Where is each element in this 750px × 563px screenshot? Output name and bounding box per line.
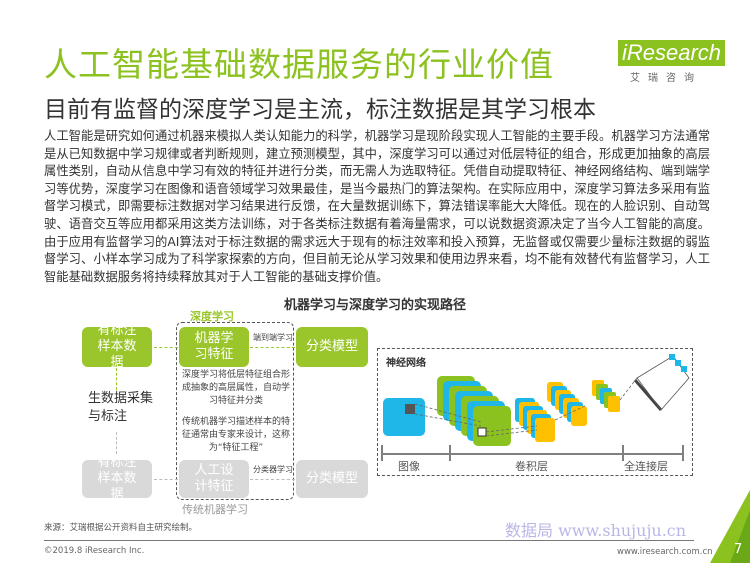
page-title: 人工智能基础数据服务的行业价值	[44, 45, 554, 84]
traditional-ml-label: 传统机器学习	[182, 503, 248, 516]
input-image	[383, 398, 425, 436]
conv-label: 卷积层	[515, 460, 548, 473]
conv-layer-1	[437, 376, 511, 446]
iresearch-logo: iResearch 艾瑞咨询	[618, 40, 726, 84]
classifier-learning-label: 分类器学习	[253, 465, 293, 474]
collect-label: 生数据采集与标注	[88, 391, 154, 424]
cnn-illustration	[381, 354, 690, 461]
logo-cn: 艾瑞咨询	[630, 73, 702, 84]
end-to-end-label: 端到端学习	[253, 333, 293, 342]
deep-learning-label: 深度学习	[190, 310, 234, 323]
corner-decoration	[710, 490, 750, 563]
deep-desc: 深度学习将低层特征组合形成抽象的高层属性，自动学习特征并分类	[181, 370, 290, 406]
footer-url[interactable]: www.iresearch.com.cn	[617, 547, 713, 557]
classifier-box: 分类模型	[296, 327, 368, 367]
conv-layer-2	[515, 398, 555, 442]
trad-desc: 传统机器学习描述样本的特征通常由专家来设计，这称为“特征工程”	[181, 417, 290, 453]
classifier-box-trad: 分类模型	[296, 460, 368, 498]
logo-brand: iResearch	[618, 40, 726, 66]
ml-features-box: 机器学习特征	[179, 327, 249, 367]
diagram-title: 机器学习与深度学习的实现路径	[283, 298, 466, 313]
fc-layer	[633, 379, 663, 411]
labeled-data-box: 有标注样本数据	[82, 323, 152, 370]
labeled-data-box-trad: 有标注样本数据	[82, 455, 152, 502]
conv-layer-4	[592, 380, 620, 412]
page-subtitle: 目前有监督的深度学习是主流，标注数据是其学习根本	[44, 97, 596, 123]
image-label: 图像	[398, 460, 420, 473]
page-number: 7	[734, 542, 743, 557]
copyright: ©2019.8 iResearch Inc.	[44, 546, 145, 556]
source-note: 来源：艾瑞根据公开资料自主研究绘制。	[44, 523, 198, 533]
nn-label: 神经网络	[386, 358, 426, 369]
fc-label: 全连接层	[624, 460, 668, 473]
footer-divider	[44, 540, 694, 541]
neural-network-panel	[377, 348, 693, 476]
manual-features-box: 人工设计特征	[179, 460, 249, 498]
body-paragraph: 人工智能是研究如何通过机器来模拟人类认知能力的科学，机器学习是现阶段实现人工智能…	[44, 129, 710, 284]
watermark: 数据局 www.shujuju.cn	[505, 521, 687, 540]
